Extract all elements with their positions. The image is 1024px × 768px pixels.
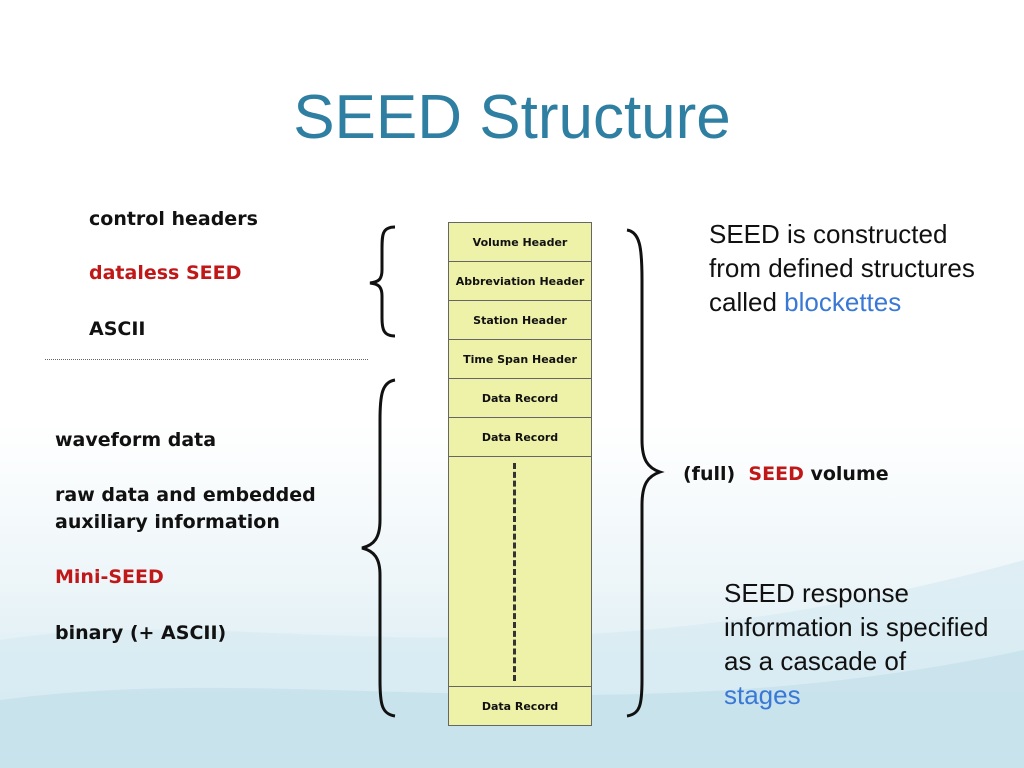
blockettes-note-line1: SEED is constructed [709, 219, 948, 249]
label-mini-seed: Mini-SEED [55, 566, 164, 588]
cell-data-record-last: Data Record [449, 686, 591, 725]
blockettes-note-line3: called blockettes [709, 285, 975, 319]
left-bottom-brace [361, 378, 396, 718]
section-divider [45, 359, 368, 360]
label-ascii: ASCII [89, 318, 146, 340]
label-raw-data-1: raw data and embedded [55, 484, 316, 506]
cell-time-span-header: Time Span Header [449, 340, 591, 379]
slide-title: SEED Structure [293, 83, 731, 152]
label-raw-data-2: auxiliary information [55, 511, 280, 533]
right-brace [626, 228, 665, 718]
cell-station-header: Station Header [449, 301, 591, 340]
blockettes-term: blockettes [784, 287, 902, 317]
response-note-line4: stages [724, 680, 801, 710]
left-top-brace [369, 225, 396, 338]
full-seed-volume-label: (full) SEED volume [683, 463, 889, 485]
blockettes-prefix: called [709, 287, 785, 317]
seed-volume-stack: Volume Header Abbreviation Header Statio… [448, 222, 592, 726]
blockettes-note: SEED is constructed from defined structu… [709, 217, 975, 319]
label-dataless-seed: dataless SEED [89, 262, 242, 284]
volume-label: volume [810, 463, 889, 485]
label-waveform-data: waveform data [55, 429, 217, 451]
response-note-line3: as a cascade of [724, 646, 907, 676]
cell-data-record-1: Data Record [449, 379, 591, 418]
label-control-headers: control headers [89, 208, 258, 230]
response-note-line2: information is specified [724, 612, 989, 642]
continuation-dashes [513, 463, 516, 681]
cell-abbreviation-header: Abbreviation Header [449, 262, 591, 301]
label-binary-ascii: binary (+ ASCII) [55, 622, 227, 644]
blockettes-note-line2: from defined structures [709, 253, 975, 283]
full-label: (full) [683, 463, 736, 485]
response-note-line1: SEED response [724, 578, 909, 608]
cell-volume-header: Volume Header [449, 223, 591, 262]
response-note: SEED response information is specified a… [724, 576, 988, 712]
cell-data-record-2: Data Record [449, 418, 591, 457]
seed-label: SEED [748, 463, 804, 485]
